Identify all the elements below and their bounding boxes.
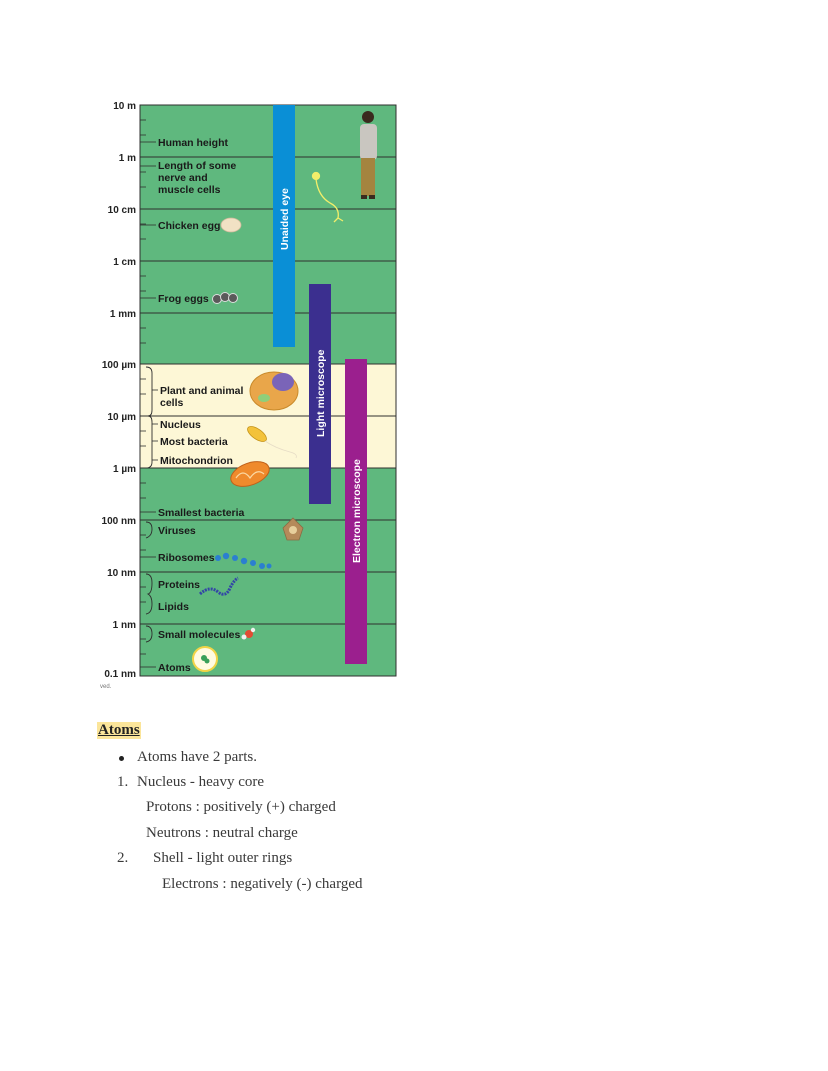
human-illustration <box>360 111 377 199</box>
protein-illustration <box>198 576 239 596</box>
virus-illustration <box>282 517 304 541</box>
bullet-dot <box>119 756 124 761</box>
label-frog-eggs: Frog eggs <box>158 293 209 305</box>
label-mitochondrion: Mitochondrion <box>160 455 233 467</box>
label-cells-line2: cells <box>160 397 184 409</box>
scale-label-1m: 1 m <box>119 153 136 164</box>
electron-microscope-label: Electron microscope <box>351 459 363 563</box>
label-ribosomes: Ribosomes <box>158 552 215 564</box>
unaided-eye-bar <box>273 105 295 347</box>
label-lipids: Lipids <box>158 601 189 613</box>
neutrons-text: Neutrons : neutral charge <box>146 825 298 841</box>
cell-illustration <box>249 371 299 411</box>
item-leaders <box>140 141 158 668</box>
light-microscope-label: Light microscope <box>315 349 327 437</box>
item2-number: 2. <box>117 850 129 866</box>
scale-label-1nm: 1 nm <box>113 620 136 631</box>
scale-label-0-1nm: 0.1 nm <box>104 669 136 680</box>
scale-label-10cm: 10 cm <box>108 205 136 216</box>
ribosomes-illustration <box>215 552 272 569</box>
protons-text: Protons : positively (+) charged <box>146 799 336 815</box>
atom-illustration <box>192 646 218 672</box>
scale-label-1cm: 1 cm <box>113 257 136 268</box>
electron-microscope-bar <box>345 359 367 664</box>
light-microscope-bar <box>309 284 331 504</box>
chicken-egg-illustration <box>220 217 242 233</box>
label-cells-line1: Plant and animal <box>160 385 244 397</box>
label-nerve-line1: Length of some <box>158 160 236 172</box>
mitochondrion-illustration <box>230 461 270 487</box>
label-human-height: Human height <box>158 137 229 149</box>
scale-label-1um: 1 µm <box>113 464 136 475</box>
label-small-molecules: Small molecules <box>158 629 240 641</box>
credit-text: ved. <box>100 684 112 690</box>
figure-frame <box>139 104 397 677</box>
label-viruses: Viruses <box>158 525 196 537</box>
label-proteins: Proteins <box>158 579 200 591</box>
minor-ticks <box>140 119 146 655</box>
scale-label-10um: 10 µm <box>107 412 136 423</box>
frog-eggs-illustration <box>212 292 238 304</box>
bullet-text: Atoms have 2 parts. <box>137 749 257 765</box>
bacteria-illustration <box>247 426 297 459</box>
item2-text: Shell - light outer rings <box>153 850 293 866</box>
label-nerve-line3: muscle cells <box>158 184 221 196</box>
item1-text: Nucleus - heavy core <box>137 774 265 790</box>
label-chicken-egg: Chicken egg <box>158 220 220 232</box>
label-most-bacteria: Most bacteria <box>160 436 228 448</box>
scale-label-10m: 10 m <box>113 101 136 112</box>
unaided-eye-label: Unaided eye <box>279 188 291 250</box>
label-smallest-bacteria: Smallest bacteria <box>158 507 245 519</box>
scale-label-100um: 100 µm <box>102 360 136 371</box>
size-scale-figure: 10 m 1 m 10 cm 1 cm 1 mm 100 µm 10 µm 1 … <box>100 101 397 690</box>
nerve-cell-illustration <box>311 171 344 223</box>
label-nerve-line2: nerve and <box>158 172 208 184</box>
label-atoms: Atoms <box>158 662 191 674</box>
electrons-text: Electrons : negatively (-) charged <box>162 876 363 892</box>
item1-number: 1. <box>117 774 129 790</box>
notes-heading: Atoms <box>97 722 141 739</box>
scale-label-100nm: 100 nm <box>102 516 137 527</box>
scale-label-1mm: 1 mm <box>110 309 136 320</box>
small-molecule-illustration <box>241 627 256 640</box>
range-brackets <box>145 366 153 643</box>
scale-label-10nm: 10 nm <box>107 568 136 579</box>
label-nucleus: Nucleus <box>160 419 201 431</box>
